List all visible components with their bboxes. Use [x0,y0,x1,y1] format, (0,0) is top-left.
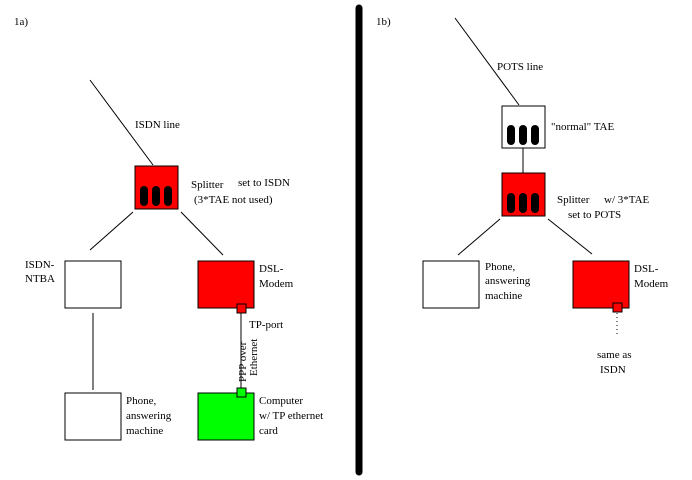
phone-b-line1: Phone, [485,261,516,273]
isdn-ntba-box [64,260,122,309]
tae-socket-icon [531,193,539,213]
tp-port-a [236,303,247,314]
modem-b-line2: Modem [634,278,669,290]
phone-b-line2: answering [485,275,531,287]
computer-line3: card [259,425,278,437]
tae-socket-icon [164,186,172,206]
ethernet-port-computer [236,387,247,398]
ntba-label-line1: ISDN- [25,259,55,271]
phone-a-line1: Phone, [126,395,157,407]
link-label-line2: Ethernet [248,339,260,376]
splitter-b-label: Splitter [557,194,590,206]
tae-socket-icon [507,125,515,145]
modem-b-line1: DSL- [634,263,659,275]
isdn-line [89,79,154,166]
pots-line-label: POTS line [497,61,543,73]
normal-tae-label: "normal" TAE [551,121,614,133]
phone-box-a [64,392,122,441]
tae-socket-icon [152,186,160,206]
connector-line [547,218,593,255]
same-as-line2: ISDN [600,364,626,376]
tae-socket-icon [519,125,527,145]
phone-box-b [422,260,480,309]
splitter-b-note-bottom: set to POTS [568,209,621,221]
isdn-line-label: ISDN line [135,119,180,131]
connector-line [89,211,134,251]
tae-socket-icon [519,193,527,213]
panel-a-label: 1a) [14,16,28,28]
splitter-a-label: Splitter [191,179,224,191]
dsl-modem-b [572,260,630,309]
modem-a-line2: Modem [259,278,294,290]
tae-socket-icon [531,125,539,145]
tp-port-b [612,302,623,313]
tp-port-label: TP-port [249,319,283,331]
ntba-label-line2: NTBA [25,273,55,285]
connector-line [180,211,224,256]
modem-a-line1: DSL- [259,263,284,275]
phone-a-line3: machine [126,425,163,437]
splitter-b-note-top: w/ 3*TAE [604,194,650,206]
computer-line2: w/ TP ethernet [259,410,323,422]
phone-b-line3: machine [485,290,522,302]
splitter-a-note-bottom: (3*TAE not used) [194,194,273,206]
computer-line1: Computer [259,395,303,407]
connector-line [457,218,501,256]
pots-line [454,17,520,106]
phone-a-line2: answering [126,410,172,422]
panel-b-label: 1b) [376,16,391,28]
same-as-line1: same as [597,349,632,361]
dsl-modem-a [197,260,255,309]
splitter-a-note-top: set to ISDN [238,177,290,189]
tae-socket-icon [507,193,515,213]
tae-socket-icon [140,186,148,206]
link-label-line1: PPP over [237,341,249,382]
computer-box [197,392,255,441]
